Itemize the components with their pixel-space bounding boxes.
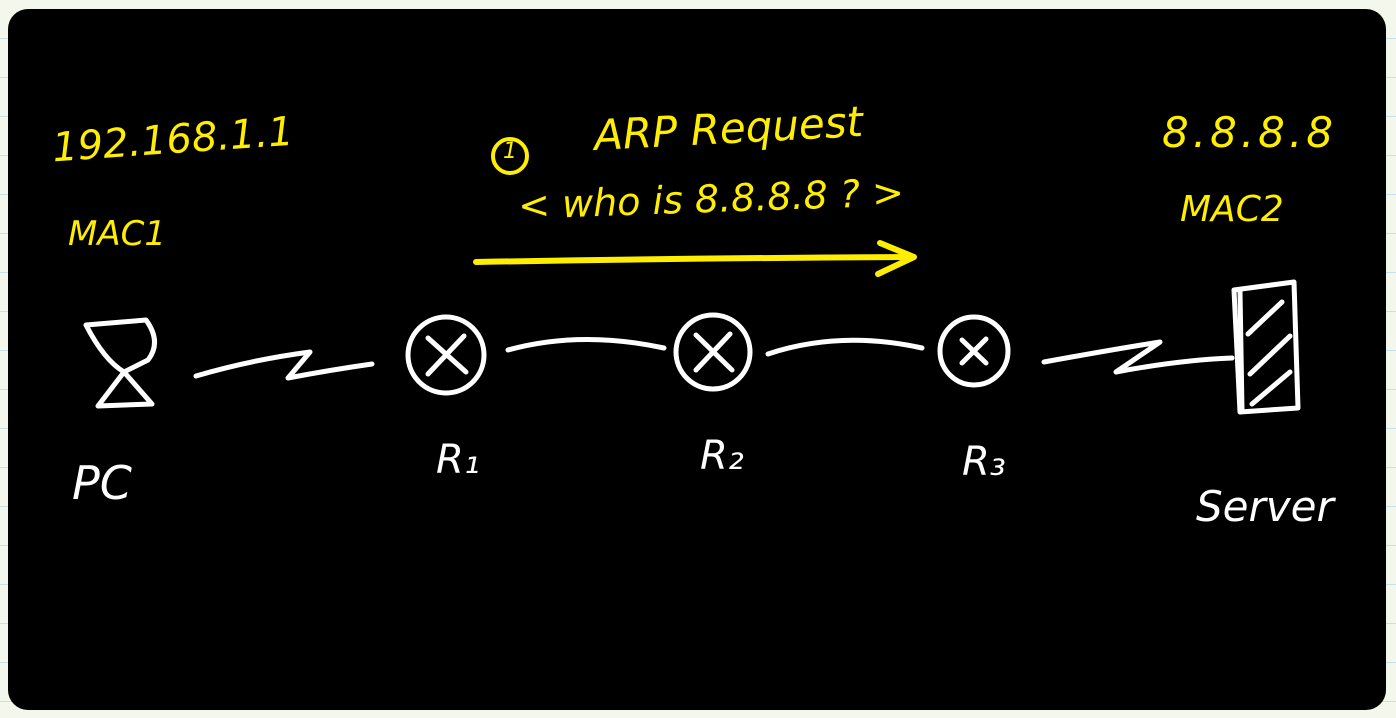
pc-label: PC: [72, 456, 132, 510]
server-icon: [1231, 279, 1301, 415]
pc-r1-link: [193, 349, 375, 381]
r2-r3-link: [765, 337, 925, 357]
r1-r2-link: [505, 336, 667, 353]
server-ip-address: 8.8.8.8: [1162, 108, 1337, 157]
router-2-label: R₂: [700, 433, 744, 479]
blackboard: [8, 9, 1386, 710]
pc-icon: [83, 317, 157, 409]
step-number: 1: [503, 139, 517, 164]
arp-request-arrow: [473, 240, 917, 277]
server-mac-address: MAC2: [1180, 189, 1284, 230]
server-label: Server: [1196, 482, 1334, 531]
router-3-label: R₃: [962, 439, 1006, 485]
step-circle: [491, 137, 529, 175]
router-1-icon: [405, 314, 487, 396]
r3-server-link: [1041, 339, 1235, 375]
router-3-icon: [937, 314, 1011, 388]
router-1-label: R₁: [436, 437, 480, 483]
router-2-icon: [673, 312, 753, 392]
pc-mac-address: MAC1: [68, 214, 166, 254]
